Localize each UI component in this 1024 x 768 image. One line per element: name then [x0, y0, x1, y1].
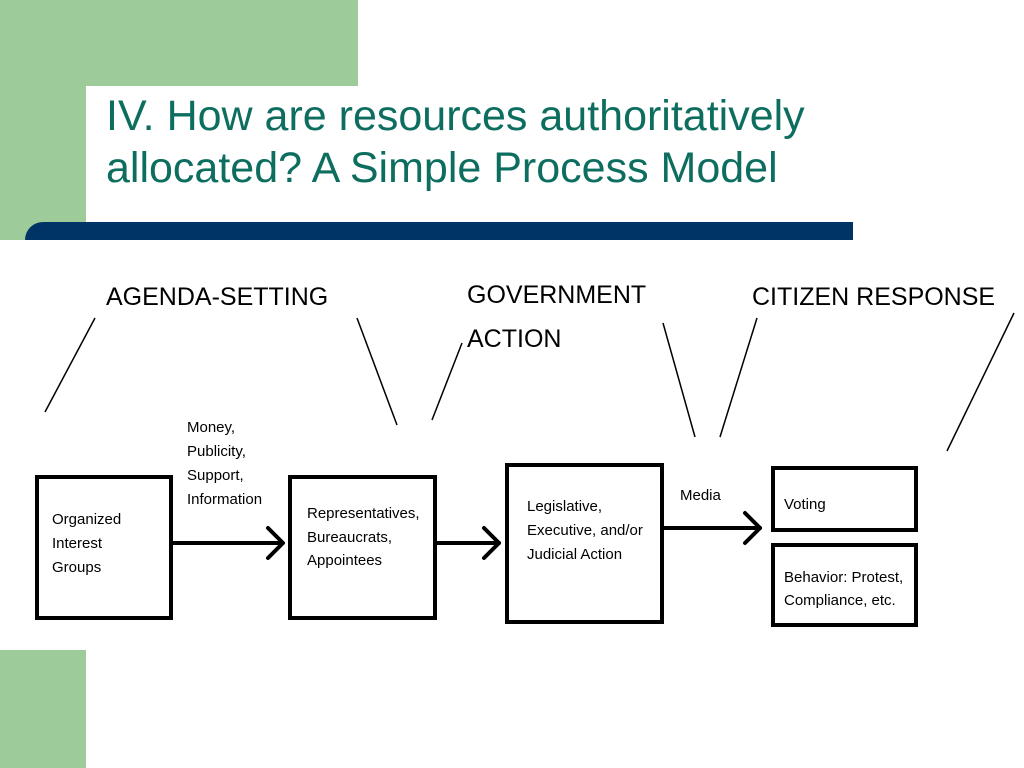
arrow-groups-to-officials [169, 526, 285, 560]
box-behavior [771, 543, 918, 627]
input-label-publicity: Publicity, [187, 443, 246, 460]
stage-bracket-lines [44, 312, 1015, 452]
box-voting-text: Voting [784, 496, 826, 513]
bracket-line-government-left [431, 342, 463, 421]
input-label-information: Information [187, 491, 262, 508]
box-action-text-line-2: Executive, and/or [527, 522, 643, 539]
box-organized-interest-groups [35, 475, 173, 620]
title-divider-bar [25, 222, 853, 240]
box-groups-text-line-3: Groups [52, 559, 101, 576]
stage-label-citizen-response: CITIZEN RESPONSE [752, 283, 995, 311]
box-officials-text-line-2: Bureaucrats, [307, 529, 392, 546]
stage-label-government-line-2: ACTION [467, 325, 561, 353]
box-groups-text-line-2: Interest [52, 535, 103, 552]
bracket-line-agenda-right [356, 317, 398, 426]
bracket-line-citizen-left [719, 317, 758, 438]
input-label-support: Support, [187, 467, 244, 484]
input-label-money: Money, [187, 419, 235, 436]
content-area-corner [86, 86, 386, 226]
box-action-text-line-1: Legislative, [527, 498, 602, 515]
box-officials [288, 475, 437, 620]
box-behavior-text-line-2: Compliance, etc. [784, 592, 896, 609]
input-labels: Money, Publicity, Support, Information [187, 419, 262, 508]
bracket-line-citizen-right [946, 312, 1015, 452]
stage-label-government-line-1: GOVERNMENT [467, 281, 646, 309]
box-officials-text-line-1: Representatives, [307, 505, 420, 522]
media-label: Media [680, 487, 722, 504]
slide-title-line-2: allocated? A Simple Process Model [106, 144, 778, 192]
arrow-action-to-citizens [660, 511, 762, 545]
box-behavior-text-line-1: Behavior: Protest, [784, 569, 903, 586]
slide-title-line-1: IV. How are resources authoritatively [106, 92, 805, 140]
box-voting [771, 466, 918, 532]
box-government-action [505, 463, 664, 624]
box-groups-text-line-1: Organized [52, 511, 121, 528]
arrow-officials-to-action [433, 526, 501, 560]
box-officials-text-line-3: Appointees [307, 552, 382, 569]
box-action-text-line-3: Judicial Action [527, 546, 622, 563]
slide-title: IV. How are resources authoritatively al… [106, 90, 986, 194]
bracket-line-agenda-left [44, 317, 96, 413]
bracket-line-government-right [662, 322, 696, 438]
stage-label-agenda-setting: AGENDA-SETTING [106, 283, 328, 311]
